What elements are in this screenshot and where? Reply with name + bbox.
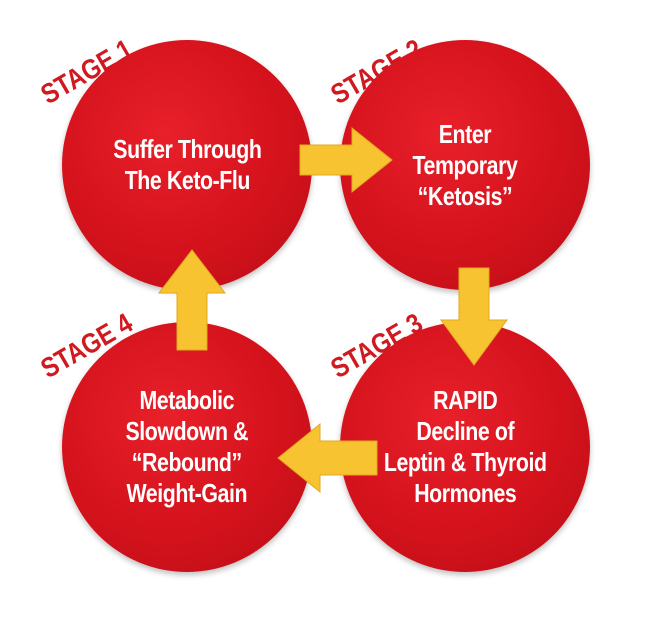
stage-3-line: Decline of — [416, 416, 514, 446]
stage-4-text: Metabolic Slowdown & “Rebound” Weight-Ga… — [126, 385, 249, 509]
stage-4-line: Weight-Gain — [126, 478, 248, 508]
stage-3-line: RAPID — [432, 385, 498, 415]
stage-2-line: Enter — [438, 118, 492, 149]
stage-4-line: Metabolic — [139, 385, 235, 415]
stage-1-line: Suffer Through — [112, 134, 262, 164]
arrow-left-icon — [277, 422, 378, 494]
stage-4-circle: Metabolic Slowdown & “Rebound” Weight-Ga… — [62, 322, 312, 572]
arrow-right-icon — [299, 126, 393, 194]
arrow-up-icon — [157, 249, 227, 351]
stage-1-text: Suffer Through The Keto-Flu — [112, 134, 262, 196]
stage-1-line: The Keto-Flu — [124, 165, 250, 195]
stage-4-line: “Rebound” — [131, 447, 242, 477]
stage-3-circle: RAPID Decline of Leptin & Thyroid Hormon… — [340, 322, 590, 572]
arrow-down-icon — [440, 267, 508, 366]
stage-2-line: Temporary — [412, 149, 518, 180]
stage-3-line: Leptin & Thyroid — [383, 447, 547, 477]
stage-1-circle: Suffer Through The Keto-Flu — [62, 40, 312, 290]
stage-4-line: Slowdown & — [125, 416, 249, 446]
stage-3-line: Hormones — [413, 478, 517, 508]
stage-2-text: Enter Temporary “Ketosis” — [413, 119, 518, 212]
stage-2-circle: Enter Temporary “Ketosis” — [340, 40, 590, 290]
stage-3-text: RAPID Decline of Leptin & Thyroid Hormon… — [384, 385, 547, 509]
stage-2-line: “Ketosis” — [417, 180, 513, 211]
